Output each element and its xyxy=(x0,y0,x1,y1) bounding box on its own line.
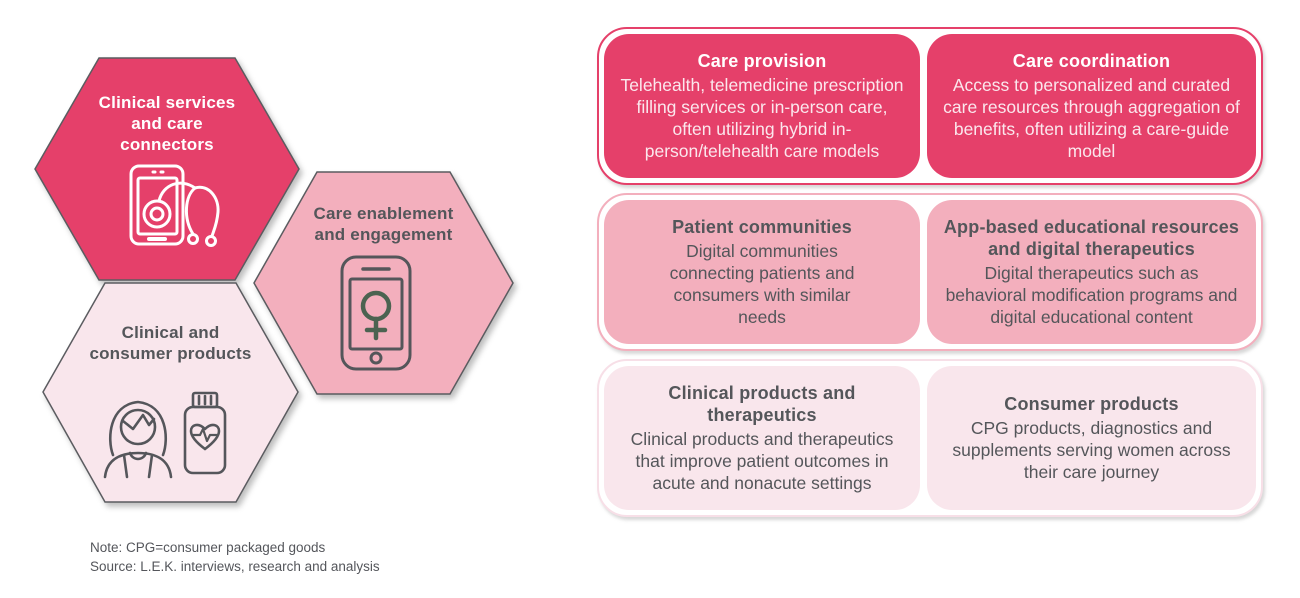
woman-and-pill-bottle-icon xyxy=(103,391,227,479)
footnote: Note: CPG=consumer packaged goods Source… xyxy=(90,538,380,576)
card-body: Clinical products and therapeutics that … xyxy=(630,429,894,493)
hexagon-clinical-and-consumer-products: Clinical and consumer products xyxy=(41,281,300,504)
footnote-note-line: Note: CPG=consumer packaged goods xyxy=(90,540,326,555)
card-title: Care provision xyxy=(697,51,827,71)
footnote-source-line: Source: L.E.K. interviews, research and … xyxy=(90,559,380,574)
card-title: Consumer products xyxy=(1004,394,1179,414)
card-row-care-enablement: Patient communities Digital communities … xyxy=(597,193,1263,351)
card-care-provision: Care provision Telehealth, telemedicine … xyxy=(604,34,920,178)
card-body: Telehealth, telemedicine prescription fi… xyxy=(620,75,904,161)
hexagon-label: Care enablement and engagement xyxy=(313,204,454,244)
card-title: App-based educational resources and digi… xyxy=(943,217,1240,259)
card-app-based-educational-resources: App-based educational resources and digi… xyxy=(927,200,1256,344)
card-body: Digital communities connecting patients … xyxy=(669,241,855,327)
card-row-care-services: Care provision Telehealth, telemedicine … xyxy=(597,27,1263,185)
phone-female-symbol-icon xyxy=(340,255,412,371)
card-body: Access to personalized and curated care … xyxy=(943,75,1240,161)
hexagon-shape xyxy=(253,171,514,395)
hexagon-label: Clinical and consumer products xyxy=(89,323,252,363)
hexagon-label: Clinical services and care connectors xyxy=(98,93,236,154)
card-title: Care coordination xyxy=(1012,51,1171,71)
card-patient-communities: Patient communities Digital communities … xyxy=(604,200,920,344)
card-consumer-products: Consumer products CPG products, diagnost… xyxy=(927,366,1256,510)
card-row-products: Clinical products and therapeutics Clini… xyxy=(597,359,1263,517)
hexagon-care-enablement-and-engagement: Care enablement and engagement xyxy=(252,170,515,396)
card-title: Patient communities xyxy=(672,217,852,237)
hexagon-shape xyxy=(34,57,300,281)
card-body: CPG products, diagnostics and supplement… xyxy=(952,418,1231,482)
card-care-coordination: Care coordination Access to personalized… xyxy=(927,34,1256,178)
card-title: Clinical products and therapeutics xyxy=(668,383,856,425)
card-clinical-products-and-therapeutics: Clinical products and therapeutics Clini… xyxy=(604,366,920,510)
card-body: Digital therapeutics such as behavioral … xyxy=(945,263,1238,327)
tablet-stethoscope-icon xyxy=(129,164,220,247)
hexagon-clinical-services-and-care-connectors: Clinical services and care connectors xyxy=(33,56,301,282)
hexagon-shape xyxy=(42,282,299,503)
